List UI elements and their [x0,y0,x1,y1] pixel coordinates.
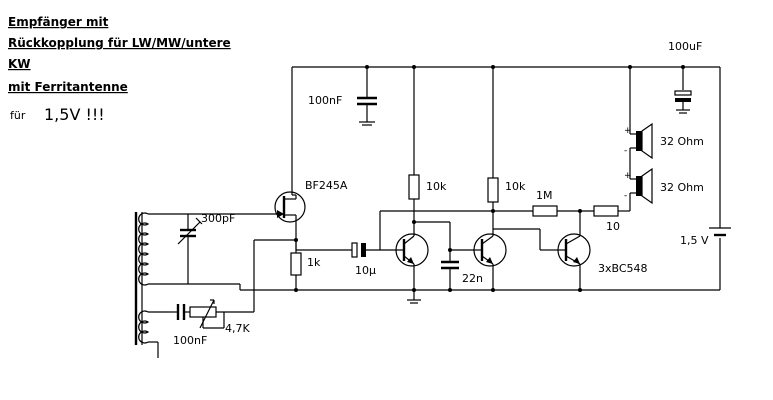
label-battery: 1,5 V [680,234,709,247]
speaker-1-minus: - [624,146,627,156]
label-r-speaker: 10 [606,220,620,233]
label-r-feedback: 1M [536,189,553,202]
ferrite-antenna [134,212,188,358]
transistor-2 [473,67,556,292]
top-rail [291,66,721,228]
label-c-antenna: 100nF [173,334,207,347]
fet-bf245a [274,191,306,240]
title-line-2: Rückkopplung für LW/MW/untere [8,36,231,50]
label-speaker-2: 32 Ohm [660,181,704,194]
feedback-wiring [379,205,630,250]
gate-wiring [188,213,278,290]
label-r-second-collector: 10k [505,180,526,193]
top-rail-junctions [294,65,685,292]
label-fet: BF245A [305,179,348,192]
label-speaker-1: 32 Ohm [660,135,704,148]
variable-capacitor-300pf [177,214,203,284]
transistor-3 [556,229,591,292]
label-r-fet-drain: 10k [426,180,447,193]
capacitor-10u [351,242,396,258]
label-r-source: 1k [307,256,321,269]
capacitor-100nf-top [357,67,377,126]
title-line-3: KW [8,57,31,71]
battery-symbol [709,227,731,237]
capacitor-100uf [674,67,692,114]
title-line-4: mit Ferritantenne [8,80,128,94]
title-line-1: Empfänger mit [8,15,109,29]
transistor-1 [395,67,429,304]
label-c-bypass: 22n [462,272,483,285]
label-c-supply: 100uF [668,40,702,53]
label-c-top: 100nF [308,94,342,107]
stage-coupling [414,221,474,292]
antenna-coupling [170,240,255,329]
label-c-tune: 300pF [201,212,235,225]
speaker-2 [629,167,653,211]
speaker-1 [629,67,653,179]
supply-note-value: 1,5V !!! [44,105,105,124]
speaker-2-plus: + [624,171,632,181]
source-resistor-1k [254,238,352,290]
label-transistors: 3xBC548 [598,262,648,275]
supply-note-prefix: für [10,109,26,122]
speaker-2-minus: - [624,191,627,201]
label-pot: 4,7K [225,322,250,335]
speaker-1-plus: + [624,126,632,136]
label-c-coupling: 10µ [355,264,376,277]
bottom-rail [240,238,721,291]
